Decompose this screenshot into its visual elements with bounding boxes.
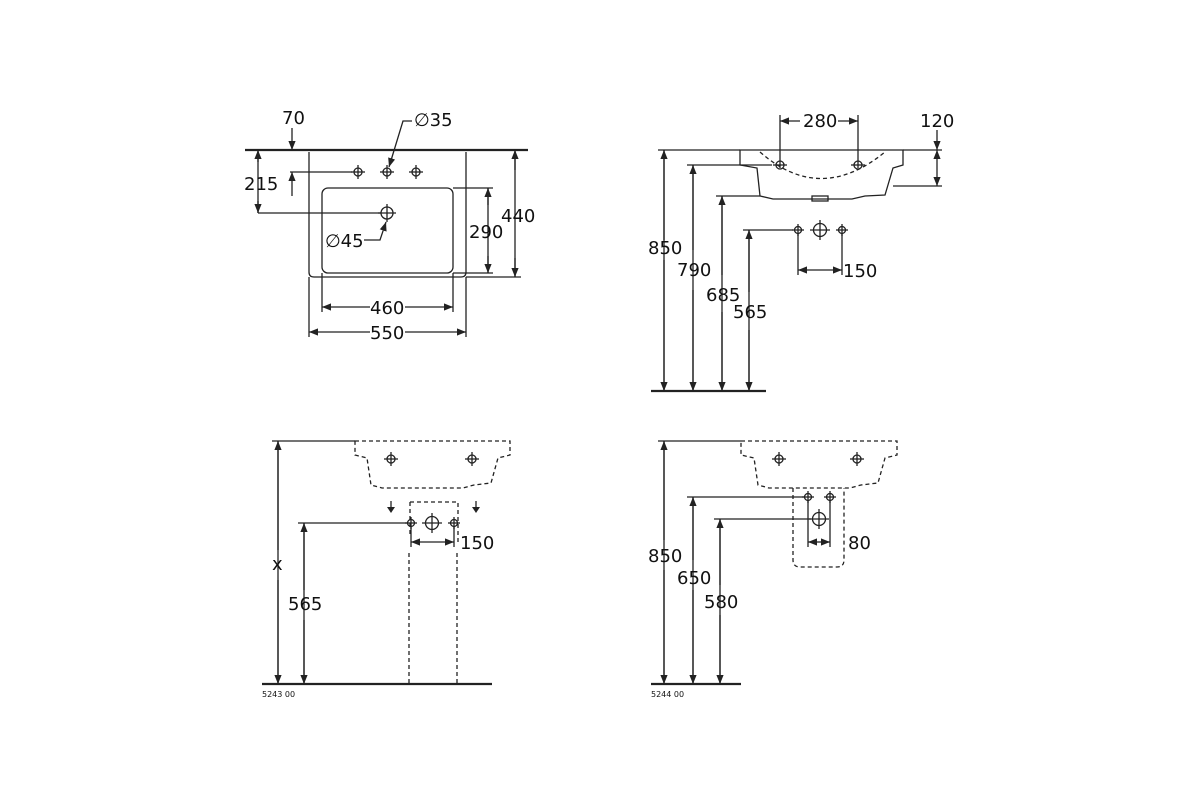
basin-hidden-outline: [740, 440, 898, 489]
pedestal-top-hidden: [410, 501, 459, 545]
tap-hole-icon: [772, 452, 786, 466]
dim-dia35: ∅35: [414, 110, 453, 131]
basin-hidden-outline: [354, 440, 511, 489]
dim-70: 70: [282, 108, 305, 129]
tap-hole-icon: [384, 452, 398, 466]
tap-hole-icon: [465, 452, 479, 466]
tap-hole-icon: [850, 452, 864, 466]
dim-x: x: [272, 554, 283, 575]
waste-connection-icon: [809, 509, 829, 529]
dim-280: 280: [803, 111, 837, 132]
down-arrow-icon: [472, 501, 480, 513]
dim-580: 580: [704, 592, 738, 613]
semi-pedestal-hidden: [792, 488, 845, 568]
bowl-hidden-line: [759, 151, 886, 179]
article-code: 5244 00: [651, 690, 684, 699]
dim-80: 80: [848, 533, 871, 554]
dim-dia45: ∅45: [325, 231, 364, 252]
semi-pedestal-view: 850 650 580 80 5244 00: [648, 440, 898, 699]
bowl-outline: [321, 187, 454, 274]
down-arrow-icon: [387, 501, 395, 513]
dim-440: 440: [501, 206, 535, 227]
dim-290: 290: [469, 222, 503, 243]
dim-150: 150: [843, 261, 877, 282]
dim-150: 150: [460, 533, 494, 554]
dim-685: 685: [706, 285, 740, 306]
waste-connection-icon: [422, 513, 442, 533]
tap-hole-icon: [409, 165, 423, 179]
dim-650: 650: [677, 568, 711, 589]
water-connection-icon: [448, 517, 460, 529]
tap-hole-icon: [351, 165, 365, 179]
article-code: 5243 00: [262, 690, 295, 699]
dim-850: 850: [648, 546, 682, 567]
dim-850: 850: [648, 238, 682, 259]
dim-460: 460: [370, 298, 404, 319]
basin-profile: [739, 149, 904, 200]
dim-565: 565: [288, 594, 322, 615]
pedestal-view: x 565 150 5243 00: [262, 440, 511, 699]
basin-outline: [308, 152, 467, 278]
dim-790: 790: [677, 260, 711, 281]
front-view: 280 120 850 790 685 565: [648, 111, 954, 393]
waste-outlet: [811, 195, 829, 202]
tap-hole-icon: [380, 165, 394, 179]
dim-215: 215: [244, 174, 278, 195]
dim-550: 550: [370, 323, 404, 344]
dim-565: 565: [733, 302, 767, 323]
waste-connection-icon: [810, 220, 830, 240]
top-view: 70 ∅35 215 440 290 ∅45 460: [244, 108, 535, 344]
dim-120: 120: [920, 111, 954, 132]
